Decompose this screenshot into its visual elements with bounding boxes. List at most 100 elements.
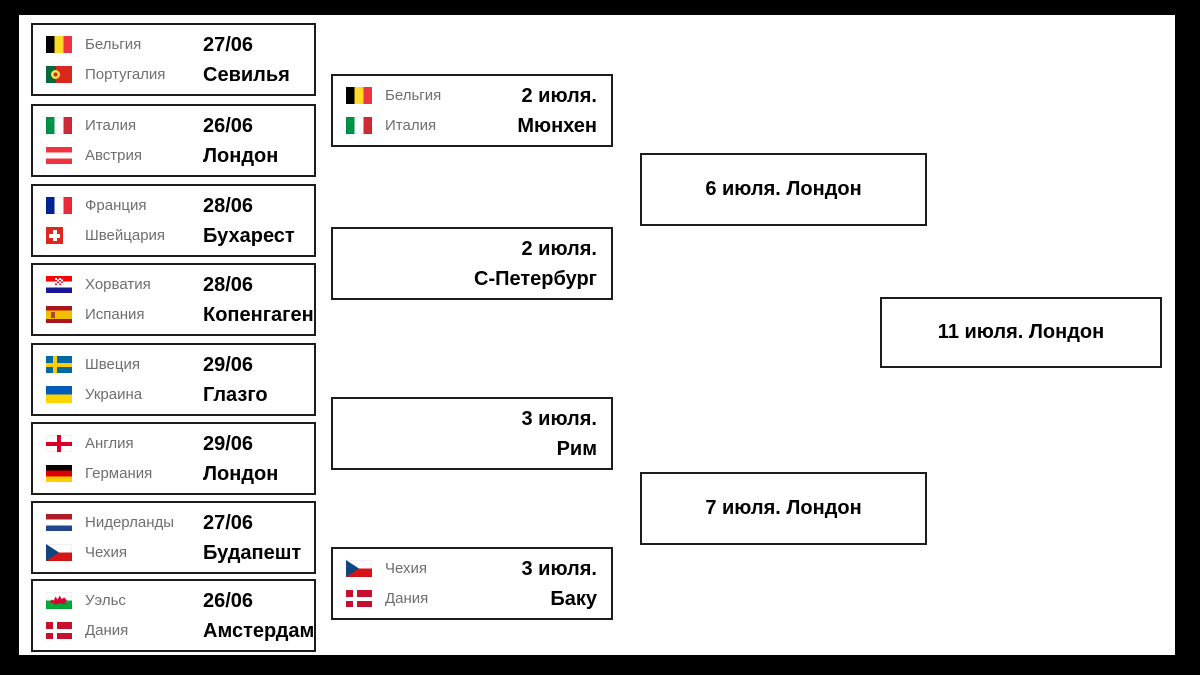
match-date: 26/06 [203, 589, 254, 612]
match-date: 3 июля. [521, 407, 598, 430]
team-row: Швейцария [46, 227, 203, 244]
flag-denmark-icon [346, 590, 372, 607]
match-city: Баку [550, 587, 597, 610]
team-name: Чехия [385, 560, 428, 577]
team-row: Бельгия [346, 87, 503, 104]
match-city: Глазго [203, 383, 268, 406]
team-name: Италия [85, 117, 137, 134]
semifinal-1-label: 6 июля. Лондон [705, 178, 862, 200]
match-city: Лондон [203, 144, 279, 167]
flag-spain-icon [46, 306, 72, 323]
team-row: Италия [46, 117, 203, 134]
team-row: Швеция [46, 356, 203, 373]
team-row: Чехия [346, 560, 503, 577]
match-r16-france-switzerland: Франция Швейцария 28/06 Бухарест [31, 184, 316, 257]
match-semifinal-2: 7 июля. Лондон [640, 472, 927, 545]
match-date: 27/06 [203, 511, 254, 534]
team-row: Португалия [46, 66, 203, 83]
team-row: Хорватия [46, 276, 203, 293]
match-qf-czech-denmark: Чехия Дания 3 июля. Баку [331, 547, 613, 620]
team-row: Нидерланды [46, 514, 203, 531]
flag-switzerland-icon [46, 227, 63, 244]
semifinal-2-label: 7 июля. Лондон [705, 497, 862, 519]
flag-denmark-icon [46, 622, 72, 639]
team-name: Австрия [85, 147, 143, 164]
flag-france-icon [46, 197, 72, 214]
team-row: Чехия [46, 544, 203, 561]
match-r16-croatia-spain: Хорватия Испания 28/06 Копенгаген [31, 263, 316, 336]
flag-czech-icon [46, 544, 72, 561]
flag-wales-icon [46, 592, 72, 609]
match-qf-spb: 2 июля. С-Петербург [331, 227, 613, 300]
team-name: Швеция [85, 356, 140, 373]
team-name: Бельгия [385, 87, 442, 104]
match-semifinal-1: 6 июля. Лондон [640, 153, 927, 226]
team-row: Германия [46, 465, 203, 482]
flag-netherlands-icon [46, 514, 72, 531]
team-name: Испания [85, 306, 145, 323]
flag-sweden-icon [46, 356, 72, 373]
flag-germany-icon [46, 465, 72, 482]
match-date: 29/06 [203, 353, 254, 376]
match-city: Мюнхен [517, 114, 597, 137]
team-name: Англия [85, 435, 134, 452]
match-city: Лондон [203, 462, 279, 485]
team-name: Дания [85, 622, 129, 639]
flag-ukraine-icon [46, 386, 72, 403]
match-city: Будапешт [203, 541, 302, 564]
flag-belgium-icon [346, 87, 372, 104]
flag-czech-icon [346, 560, 372, 577]
match-r16-england-germany: Англия Германия 29/06 Лондон [31, 422, 316, 495]
team-name: Бельгия [85, 36, 142, 53]
match-qf-rome: 3 июля. Рим [331, 397, 613, 470]
match-date: 3 июля. [521, 557, 598, 580]
flag-italy-icon [346, 117, 372, 134]
team-row: Англия [46, 435, 203, 452]
team-row: Франция [46, 197, 203, 214]
team-row: Уэльс [46, 592, 203, 609]
team-row: Бельгия [46, 36, 203, 53]
final-label: 11 июля. Лондон [937, 321, 1105, 343]
flag-england-icon [46, 435, 72, 452]
team-row: Дания [46, 622, 203, 639]
team-name: Украина [85, 386, 143, 403]
team-row: Италия [346, 117, 503, 134]
team-name: Италия [385, 117, 437, 134]
team-name: Хорватия [85, 276, 151, 293]
team-name: Нидерланды [85, 514, 175, 531]
match-date: 2 июля. [521, 237, 598, 260]
match-city: Копенгаген [203, 303, 314, 326]
team-name: Чехия [85, 544, 128, 561]
match-city: Бухарест [203, 224, 295, 247]
flag-belgium-icon [46, 36, 72, 53]
match-date: 26/06 [203, 114, 254, 137]
match-qf-belgium-italy: Бельгия Италия 2 июля. Мюнхен [331, 74, 613, 147]
team-name: Франция [85, 197, 147, 214]
match-city: Рим [556, 437, 597, 460]
match-city: Амстердам [203, 619, 315, 642]
team-row: Дания [346, 590, 503, 607]
match-city: Севилья [203, 63, 290, 86]
flag-austria-icon [46, 147, 72, 164]
match-final: 11 июля. Лондон [880, 297, 1162, 368]
team-name: Швейцария [85, 227, 166, 244]
match-r16-wales-denmark: Уэльс Дания 26/06 Амстердам [31, 579, 316, 652]
team-row: Австрия [46, 147, 203, 164]
team-name: Португалия [85, 66, 166, 83]
match-date: 2 июля. [521, 84, 598, 107]
match-city: С-Петербург [474, 267, 597, 290]
match-date: 29/06 [203, 432, 254, 455]
match-r16-italy-austria: Италия Австрия 26/06 Лондон [31, 104, 316, 177]
match-date: 28/06 [203, 194, 254, 217]
flag-croatia-icon [46, 276, 72, 293]
team-name: Уэльс [85, 592, 126, 609]
match-r16-sweden-ukraine: Швеция Украина 29/06 Глазго [31, 343, 316, 416]
flag-italy-icon [46, 117, 72, 134]
team-row: Украина [46, 386, 203, 403]
match-date: 28/06 [203, 273, 254, 296]
team-row: Испания [46, 306, 203, 323]
match-r16-netherlands-czech: Нидерланды Чехия 27/06 Будапешт [31, 501, 316, 574]
match-r16-belgium-portugal: Бельгия Португалия 27/06 Севилья [31, 23, 316, 96]
team-name: Германия [85, 465, 153, 482]
flag-portugal-icon [46, 66, 72, 83]
